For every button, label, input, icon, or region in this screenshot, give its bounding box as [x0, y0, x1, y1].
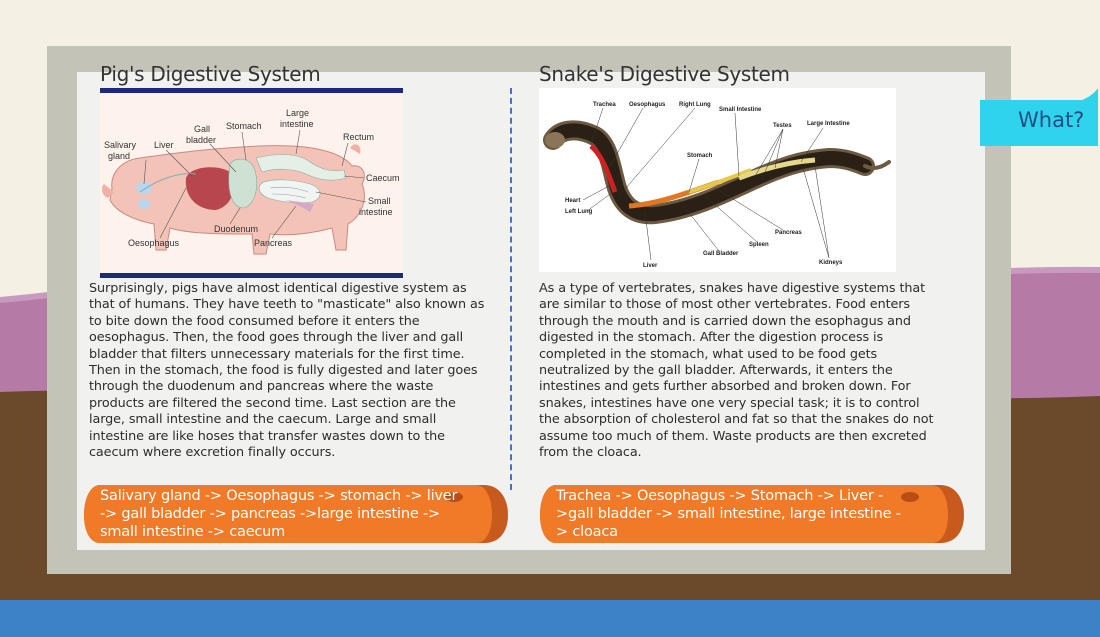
snake-path-pill: Trachea -> Oesophagus -> Stomach -> Live… — [538, 481, 966, 547]
pig-title: Pig's Digestive System — [100, 62, 321, 86]
snake-label-trachea: Trachea — [593, 102, 616, 108]
pig-label-rectum: Rectum — [343, 132, 374, 142]
snake-label-gall-bladder: Gall Bladder — [703, 251, 739, 257]
snake-label-kidneys: Kidneys — [819, 260, 843, 266]
pig-label-oesophagus: Oesophagus — [128, 238, 180, 248]
pig-label-gall-2: bladder — [186, 135, 216, 145]
snake-label-left-lung: Left Lung — [565, 209, 593, 215]
pig-label-caecum: Caecum — [366, 173, 400, 183]
snake-diagram: Trachea Oesophagus Right Lung Small Inte… — [539, 88, 896, 272]
pill-shape-icon — [540, 485, 964, 543]
pig-label-stomach: Stomach — [226, 121, 262, 131]
snake-path-text: Trachea -> Oesophagus -> Stomach -> Live… — [556, 488, 901, 540]
pill-shape-icon — [84, 485, 508, 543]
pig-path-text: Salivary gland -> Oesophagus -> stomach … — [100, 488, 458, 540]
what-tab-label: What? — [1018, 108, 1085, 132]
pig-path-pill: Salivary gland -> Oesophagus -> stomach … — [82, 481, 510, 547]
pig-label-large-1: Large — [286, 108, 309, 118]
pig-label-small-2: intestine — [359, 207, 393, 217]
snake-description: As a type of vertebrates, snakes have di… — [539, 281, 934, 461]
pig-label-gall-1: Gall — [194, 124, 210, 134]
snake-label-liver: Liver — [643, 263, 658, 269]
snake-label-testes: Testes — [773, 123, 792, 129]
snake-label-large-intestine: Large Intestine — [807, 121, 850, 127]
pig-label-pancreas: Pancreas — [254, 238, 293, 248]
pig-description: Surprisingly, pigs have almost identical… — [89, 281, 485, 461]
snake-label-stomach: Stomach — [687, 153, 713, 159]
snake-diagram-labels: Trachea Oesophagus Right Lung Small Inte… — [565, 102, 850, 269]
snake-label-spleen: Spleen — [749, 242, 769, 248]
pig-label-liver: Liver — [154, 140, 174, 150]
tab-shape-icon — [980, 88, 1098, 146]
pig-label-salivary-1: Salivary — [104, 140, 137, 150]
pig-label-salivary-2: gland — [108, 151, 130, 161]
snake-label-oesophagus: Oesophagus — [629, 102, 666, 108]
snake-label-heart: Heart — [565, 198, 580, 204]
what-tab[interactable]: What? — [980, 88, 1100, 146]
snake-title: Snake's Digestive System — [539, 62, 790, 86]
pig-diagram-labels: Salivary gland Liver Gall bladder Stomac… — [104, 108, 400, 248]
pig-label-small-1: Small — [368, 196, 391, 206]
pig-label-large-2: intestine — [280, 119, 314, 129]
column-divider — [510, 88, 512, 490]
snake-label-pancreas: Pancreas — [775, 230, 802, 236]
snake-label-right-lung: Right Lung — [679, 102, 711, 108]
pig-label-duodenum: Duodenum — [214, 224, 258, 234]
snake-label-small-intestine: Small Intestine — [719, 107, 762, 113]
pig-diagram: Salivary gland Liver Gall bladder Stomac… — [100, 88, 403, 278]
